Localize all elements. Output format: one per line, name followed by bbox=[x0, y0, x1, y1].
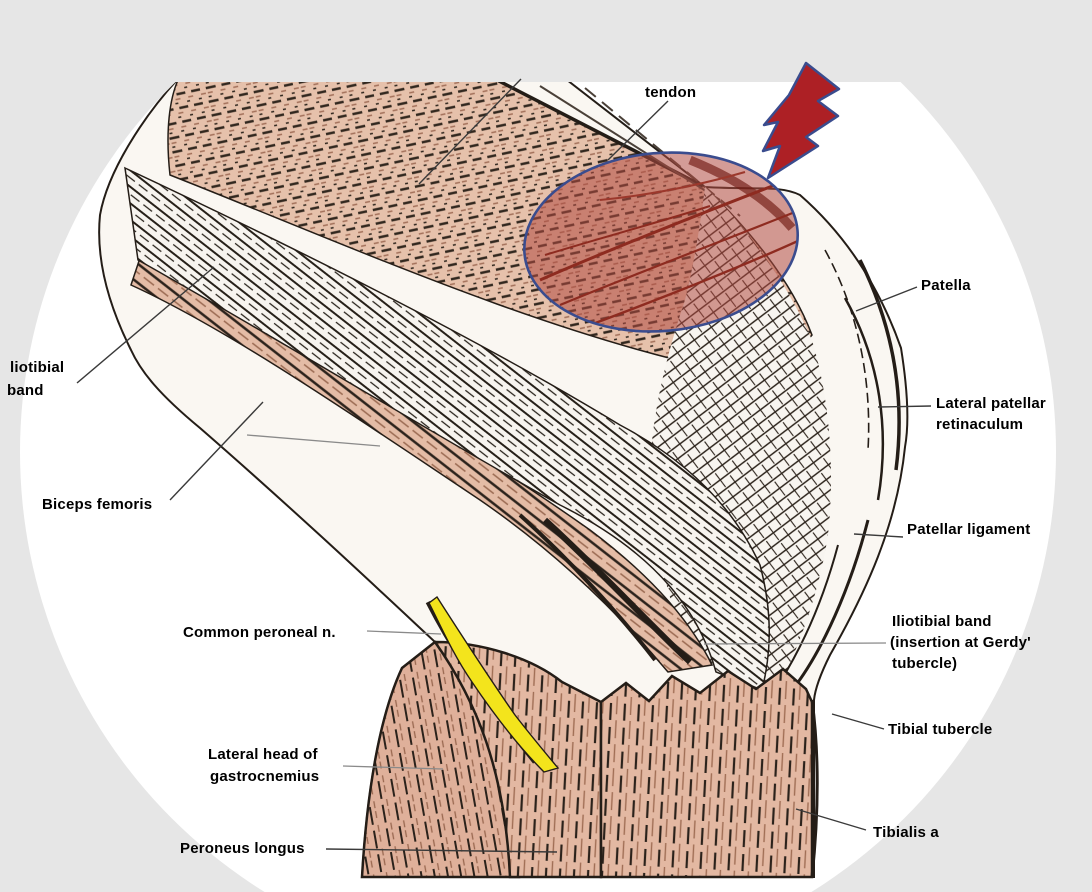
pain-lightning-icon bbox=[761, 61, 841, 180]
label-patellar-ligament: Patellar ligament bbox=[907, 521, 1030, 538]
leader-lines bbox=[76, 78, 932, 853]
knee-edge-shading bbox=[779, 249, 901, 686]
leader-gastrocnemius bbox=[342, 765, 444, 770]
leader-cut-label bbox=[418, 78, 522, 185]
leader-patellar-ligament bbox=[853, 533, 904, 538]
label-iliotibial-insertion-1: Iliotibial band bbox=[892, 613, 992, 630]
common-peroneal-nerve-highlight bbox=[428, 595, 560, 773]
tibialis-anterior-muscle bbox=[599, 667, 814, 879]
pain-highlight-outline bbox=[523, 151, 799, 333]
label-tibial-tubercle: Tibial tubercle bbox=[888, 721, 992, 738]
leader-iliotibial-insertion bbox=[703, 642, 887, 645]
pain-highlight-fibers bbox=[539, 155, 801, 327]
label-gastrocnemius-2: gastrocnemius bbox=[210, 768, 319, 785]
leader-tendon bbox=[607, 100, 669, 161]
peroneus-longus-muscle bbox=[432, 640, 603, 879]
tibia-front-contour bbox=[810, 699, 819, 878]
label-gastrocnemius-1: Lateral head of bbox=[208, 746, 318, 763]
top-crop-band bbox=[0, 0, 1092, 82]
label-peroneus-longus: Peroneus longus bbox=[180, 840, 305, 857]
anatomy-drawing bbox=[98, 78, 909, 879]
leader-tibialis bbox=[795, 808, 867, 831]
pain-highlight-ellipse bbox=[524, 152, 798, 332]
label-patella: Patella bbox=[921, 277, 971, 294]
popliteal-shading bbox=[518, 513, 693, 665]
leader-peroneus-longus bbox=[325, 848, 558, 853]
leader-biceps-femoris bbox=[169, 401, 264, 501]
iliotibial-band bbox=[124, 166, 770, 692]
label-lateral-patellar-retinaculum-2: retinaculum bbox=[936, 416, 1023, 433]
leader-patella bbox=[855, 286, 918, 312]
leader-biceps-femoris-2 bbox=[246, 434, 381, 447]
label-lateral-patellar-retinaculum-1: Lateral patellar bbox=[936, 395, 1046, 412]
label-tendon: tendon bbox=[645, 84, 696, 101]
anatomy-labels: tendon Patella Lateral patellar retinacu… bbox=[7, 84, 1046, 857]
leader-tibial-tubercle bbox=[831, 713, 885, 730]
label-tibialis: Tibialis a bbox=[873, 824, 939, 841]
label-iliotibial-insertion-2: (insertion at Gerdy' bbox=[890, 634, 1031, 651]
leader-common-peroneal bbox=[366, 630, 442, 635]
label-biceps-femoris: Biceps femoris bbox=[42, 496, 152, 513]
label-iliotibial-insertion-3: tubercle) bbox=[892, 655, 957, 672]
label-common-peroneal-n: Common peroneal n. bbox=[183, 624, 336, 641]
label-iliotibial-band-2: band bbox=[7, 382, 44, 399]
leader-lateral-patellar-retinaculum bbox=[877, 405, 932, 408]
label-iliotibial-band-1: liotibial bbox=[10, 359, 64, 376]
leader-iliotibial-band-left bbox=[76, 266, 215, 384]
